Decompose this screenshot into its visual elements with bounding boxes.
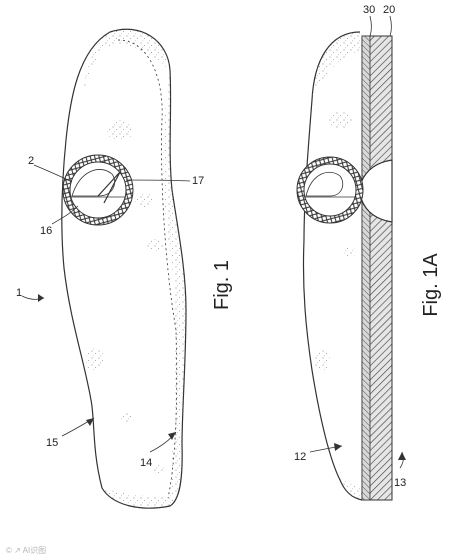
fig1a-caption: Fig. 1A	[420, 253, 442, 317]
fig1a-label-12: 12	[294, 451, 306, 463]
fig1a-edge-shading-top	[312, 32, 362, 100]
fig1a-label-20: 20	[383, 4, 395, 16]
fig1-edge-shading-bottom	[102, 488, 170, 509]
fig1a-label-30: 30	[363, 4, 375, 16]
fig1-label-1: 1	[16, 287, 22, 299]
fig1a-texture-spots	[314, 111, 356, 371]
fig1-edge-shading	[82, 29, 170, 100]
fig1a-arrowheads	[334, 443, 406, 460]
fig1-group: 2 17 16 1 15 14 Fig. 1	[16, 28, 233, 509]
fig1-texture-spots	[86, 120, 166, 475]
fig1-label-15: 15	[46, 437, 58, 449]
fig1a-heel-pad	[296, 156, 364, 224]
fig1a-group: 30 20 12 13 Fig. 1A	[294, 4, 442, 501]
fig1-caption: Fig. 1	[211, 260, 233, 310]
fig1a-insole-outline	[302, 31, 363, 501]
fig1-label-16: 16	[40, 225, 52, 237]
fig1-label-14: 14	[140, 457, 152, 469]
fig1-label-2: 2	[28, 155, 34, 167]
fig1a-edge-shading-bottom	[340, 472, 362, 500]
fig1a-label-13: 13	[394, 477, 406, 489]
fig1-heel-pad	[62, 154, 134, 226]
fig1-label-17: 17	[192, 175, 204, 187]
fig1-arrowheads	[38, 294, 176, 440]
fig1-edge-shading-right	[163, 70, 186, 506]
fig1a-layer-30	[361, 35, 371, 501]
watermark: © ↗ AI识图	[6, 546, 46, 555]
